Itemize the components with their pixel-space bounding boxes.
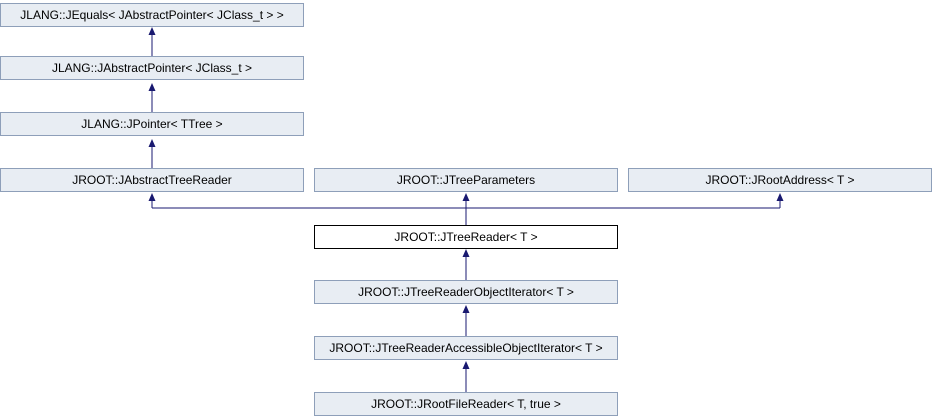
edge-arrowhead <box>148 193 156 201</box>
node-label: JROOT::JTreeReaderObjectIterator< T > <box>358 285 574 299</box>
node-jabstracttreereader[interactable]: JROOT::JAbstractTreeReader <box>0 168 304 192</box>
edge-arrowhead <box>462 193 470 201</box>
node-label: JROOT::JTreeParameters <box>396 173 536 187</box>
node-jequals[interactable]: JLANG::JEquals< JAbstractPointer< JClass… <box>0 3 304 27</box>
node-label: JLANG::JPointer< TTree > <box>81 117 223 131</box>
edge-arrowhead <box>148 83 156 91</box>
node-label: JLANG::JAbstractPointer< JClass_t > <box>51 61 253 75</box>
edge-arrowhead <box>462 305 470 313</box>
edge-arrowhead <box>776 193 784 201</box>
edge-arrowhead <box>462 361 470 369</box>
node-label: JLANG::JEquals< JAbstractPointer< JClass… <box>20 8 284 22</box>
node-jtreeparameters[interactable]: JROOT::JTreeParameters <box>314 168 618 192</box>
edge-arrowhead <box>148 139 156 147</box>
node-jrootfilereader[interactable]: JROOT::JRootFileReader< T, true > <box>314 392 618 416</box>
node-jtreereaderobjectiterator[interactable]: JROOT::JTreeReaderObjectIterator< T > <box>314 280 618 304</box>
node-jtreereader: JROOT::JTreeReader< T > <box>314 225 618 249</box>
node-jpointer[interactable]: JLANG::JPointer< TTree > <box>0 112 304 136</box>
node-label: JROOT::JAbstractTreeReader <box>72 173 232 187</box>
edge-arrowhead <box>462 249 470 257</box>
node-label: JROOT::JTreeReaderAccessibleObjectIterat… <box>329 341 603 355</box>
node-jrootaddress[interactable]: JROOT::JRootAddress< T > <box>628 168 932 192</box>
node-jtreereaderaccessibleobjectiterator[interactable]: JROOT::JTreeReaderAccessibleObjectIterat… <box>314 336 618 360</box>
node-label: JROOT::JRootFileReader< T, true > <box>371 397 561 411</box>
edge-arrowhead <box>148 27 156 35</box>
node-label: JROOT::JTreeReader< T > <box>394 230 538 244</box>
node-label: JROOT::JRootAddress< T > <box>705 173 855 187</box>
node-jabstractpointer[interactable]: JLANG::JAbstractPointer< JClass_t > <box>0 56 304 80</box>
